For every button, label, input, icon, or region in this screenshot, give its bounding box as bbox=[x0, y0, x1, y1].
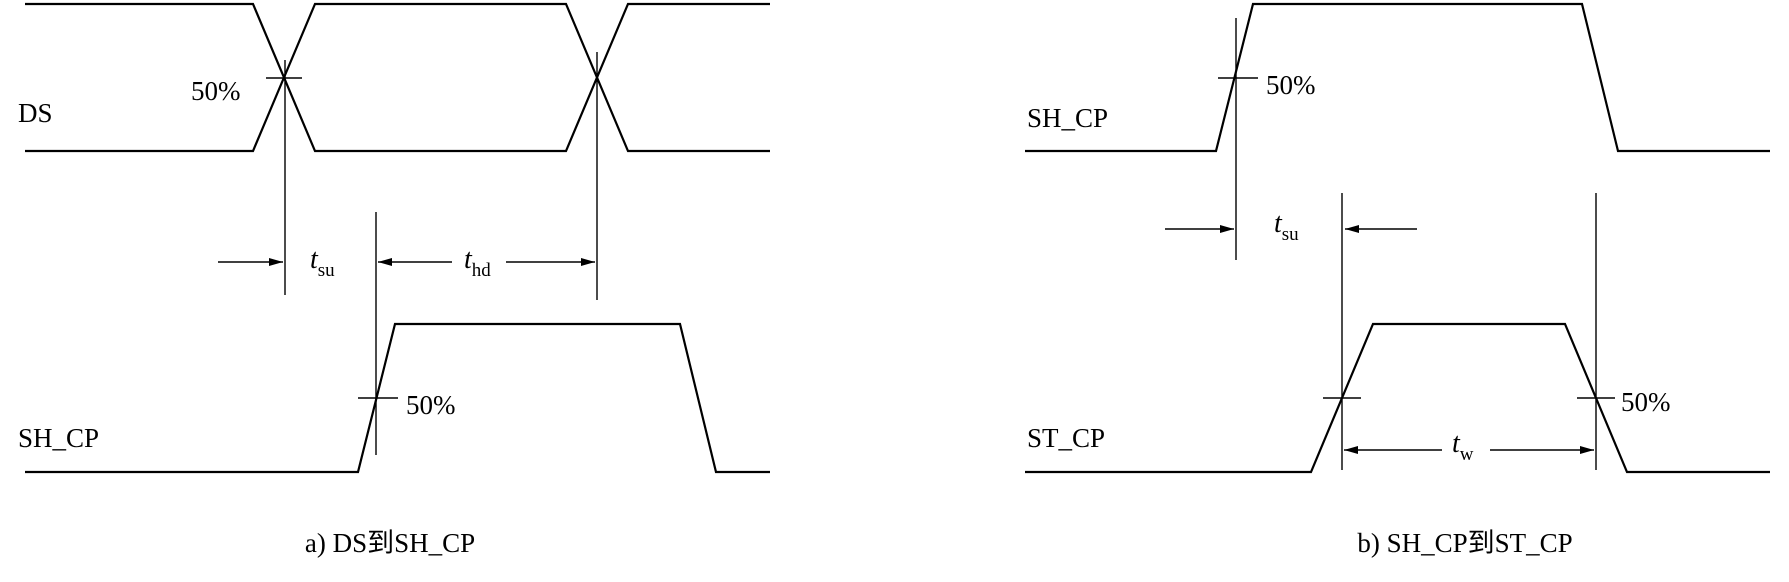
caption-b: b) SH_CP到ST_CP bbox=[1357, 528, 1572, 558]
ds-signal-label: DS bbox=[18, 98, 53, 128]
ds-threshold-label: 50% bbox=[191, 76, 241, 106]
b-stcp-wave bbox=[1025, 322, 1770, 474]
b-tw-label: tw bbox=[1452, 428, 1474, 465]
b-stcp-threshold-label: 50% bbox=[1621, 387, 1671, 417]
shcp-signal-label: SH_CP bbox=[18, 423, 99, 453]
shcp-threshold-label: 50% bbox=[406, 390, 456, 420]
ds-wave-high-low bbox=[25, 2, 770, 153]
b-shcp-wave bbox=[1025, 2, 1770, 153]
thd-label: thd bbox=[464, 244, 491, 281]
shcp-wave bbox=[25, 322, 770, 474]
b-shcp-signal-label: SH_CP bbox=[1027, 103, 1108, 133]
tsu-label: tsu bbox=[310, 244, 335, 281]
panel-b: 50% SH_CP tsu 50% ST_CP tw b) SH_CP到ST_C… bbox=[1025, 2, 1770, 558]
b-shcp-threshold-label: 50% bbox=[1266, 70, 1316, 100]
b-tsu-label: tsu bbox=[1274, 208, 1299, 245]
caption-a: a) DS到SH_CP bbox=[305, 528, 475, 558]
panel-a: 50% DS 50% SH_CP tsu thd a) DS到SH_CP bbox=[18, 2, 770, 558]
b-stcp-signal-label: ST_CP bbox=[1027, 423, 1105, 453]
ds-wave-low-high bbox=[25, 2, 770, 153]
